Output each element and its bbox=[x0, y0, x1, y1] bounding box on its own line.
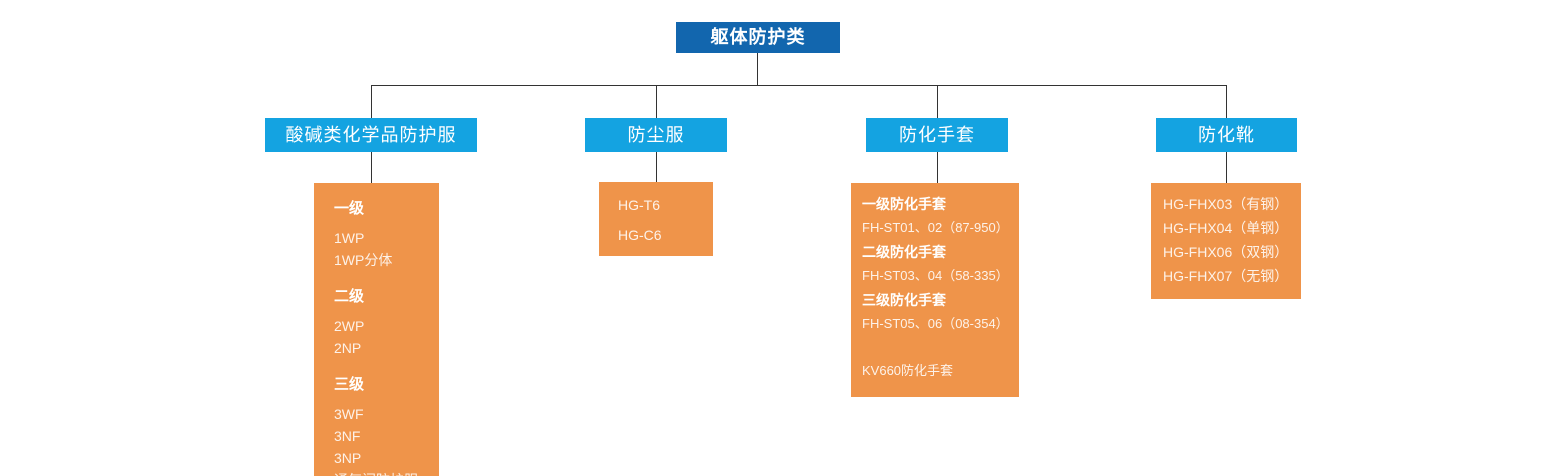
leaf-item: 1WP bbox=[334, 230, 365, 246]
root-trunk-line bbox=[757, 53, 758, 86]
category-node-chem-boots: 防化靴 bbox=[1156, 118, 1297, 152]
leaf-item: 3NF bbox=[334, 428, 361, 444]
drop-line-3 bbox=[937, 85, 938, 118]
leaf-item: FH-ST01、02（87-950） bbox=[862, 220, 1009, 235]
leaf-item: 二级 bbox=[334, 288, 365, 305]
leaf-connector-1 bbox=[371, 152, 372, 183]
leaf-item: HG-FHX06（双钢） bbox=[1163, 244, 1289, 260]
leaf-item: KV660防化手套 bbox=[862, 363, 954, 378]
leaf-connector-4 bbox=[1226, 152, 1227, 183]
leaf-item: 三级 bbox=[334, 376, 365, 393]
leaf-item: 一级防化手套 bbox=[862, 196, 946, 212]
leaf-item: 通气阀防护服 bbox=[334, 469, 439, 476]
leaf-item: 3NP bbox=[334, 450, 362, 466]
drop-line-1 bbox=[371, 85, 372, 118]
leaf-item: 二级防化手套 bbox=[862, 244, 946, 260]
leaf-box-chem-boots: HG-FHX03（有钢） HG-FHX04（单钢） HG-FHX06（双钢） HG-F… bbox=[1151, 183, 1301, 299]
category-node-dust-suit: 防尘服 bbox=[585, 118, 727, 152]
leaf-item: HG-C6 bbox=[618, 227, 662, 243]
category-node-chem-gloves: 防化手套 bbox=[866, 118, 1008, 152]
leaf-item: HG-FHX03（有钢） bbox=[1163, 196, 1289, 212]
leaf-item: HG-FHX04（单钢） bbox=[1163, 220, 1289, 236]
leaf-item: 3WF bbox=[334, 406, 364, 422]
leaf-item: FH-ST03、04（58-335） bbox=[862, 268, 1009, 283]
leaf-item: 一级 bbox=[334, 200, 365, 217]
leaf-item: 1WP分体 bbox=[334, 252, 393, 268]
root-node: 躯体防护类 bbox=[676, 22, 840, 53]
drop-line-4 bbox=[1226, 85, 1227, 118]
drop-line-2 bbox=[656, 85, 657, 118]
leaf-item: 三级防化手套 bbox=[862, 292, 946, 308]
leaf-item: HG-FHX07（无钢） bbox=[1163, 268, 1289, 284]
leaf-item: FH-ST05、06（08-354） bbox=[862, 316, 1009, 331]
leaf-box-chem-gloves: 一级防化手套 FH-ST01、02（87-950） 二级防化手套 FH-ST03、04… bbox=[851, 183, 1019, 397]
category-node-acid-alkali-suits: 酸碱类化学品防护服 bbox=[265, 118, 477, 152]
leaf-connector-3 bbox=[937, 152, 938, 183]
leaf-item: 2NP bbox=[334, 340, 362, 356]
leaf-connector-2 bbox=[656, 152, 657, 183]
leaf-item: HG-T6 bbox=[618, 197, 660, 213]
branch-horizontal-line bbox=[371, 85, 1227, 86]
leaf-item: 2WP bbox=[334, 318, 365, 334]
